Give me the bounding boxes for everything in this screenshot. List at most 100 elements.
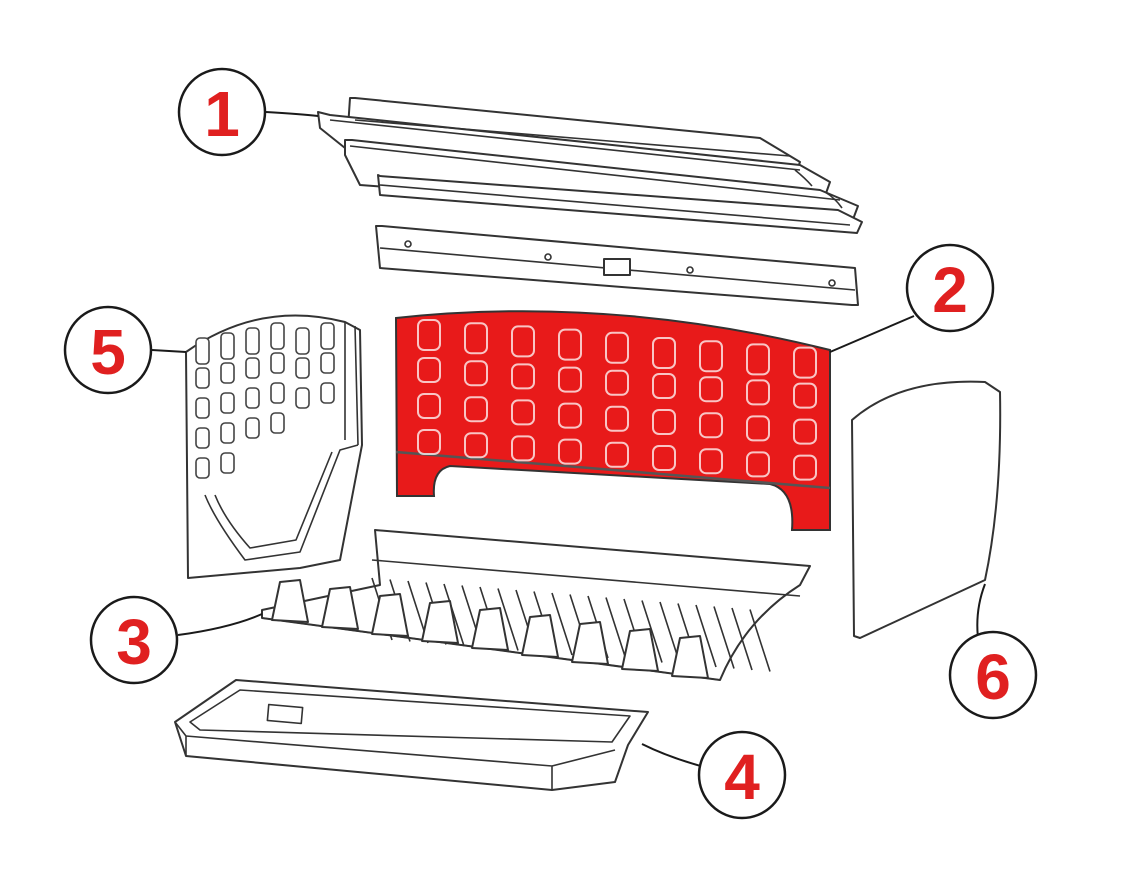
grate-tooth: [471, 607, 509, 651]
back-panel-hole: [746, 343, 770, 376]
back-panel-hole: [464, 360, 488, 387]
left-panel-hole: [220, 392, 235, 414]
bar-hole-4: [828, 279, 836, 287]
callout-3-label: 3: [116, 606, 152, 678]
part-6-right-side-panel: [851, 380, 1002, 639]
back-panel-hole: [464, 432, 488, 459]
callout-1-label: 1: [204, 78, 240, 150]
grate-bar: [731, 607, 753, 671]
grate-bar: [641, 600, 663, 663]
back-panel-hole: [699, 340, 723, 373]
back-panel-hole: [793, 346, 817, 379]
back-panel-hole: [746, 415, 770, 442]
part-3-fire-grate: [261, 529, 811, 681]
callout-4: 4: [697, 730, 787, 820]
back-panel-hole: [793, 418, 817, 445]
callout-2-label: 2: [932, 254, 968, 326]
back-panel-hole: [558, 328, 582, 361]
left-panel-hole: [320, 322, 335, 350]
callout-3: 3: [89, 595, 179, 685]
back-panel-hole: [511, 399, 535, 426]
grate-bar: [497, 588, 519, 651]
back-panel-hole: [652, 373, 676, 399]
part-5-left-side-panel: [185, 314, 363, 579]
back-panel-hole: [511, 435, 535, 462]
callout-2: 2: [905, 243, 995, 333]
grate-tooth: [521, 614, 559, 658]
bar-hole-1: [404, 240, 412, 248]
left-panel-hole: [320, 352, 335, 374]
left-panel-hole: [195, 457, 210, 479]
grate-front-teeth: [271, 579, 709, 679]
left-panel-grate-guard: [204, 444, 359, 561]
leader-6: [976, 583, 986, 639]
left-panel-hole: [270, 412, 285, 434]
left-panel-hole: [195, 397, 210, 419]
back-panel-hole: [652, 445, 676, 471]
left-panel-hole: [220, 362, 235, 384]
left-panel-hole: [220, 332, 235, 360]
left-panel-hole: [245, 357, 260, 379]
back-panel-hole: [605, 331, 629, 364]
left-panel-hole: [270, 382, 285, 404]
callout-6-label: 6: [975, 641, 1011, 713]
leader-4: [641, 743, 709, 769]
grate-tooth: [621, 628, 659, 672]
back-panel-hole: [793, 454, 817, 481]
grate-tooth: [271, 579, 309, 623]
part-4-ash-pan: [174, 679, 649, 791]
back-panel-hole: [511, 363, 535, 390]
left-panel-hole: [195, 367, 210, 389]
back-panel-hole: [699, 448, 723, 475]
left-panel-hole: [245, 327, 260, 355]
back-panel-hole: [746, 451, 770, 478]
grate-tooth: [371, 593, 409, 637]
back-panel-hole: [746, 379, 770, 406]
left-panel-hole: [195, 337, 210, 365]
part-2-back-panel: [394, 310, 831, 531]
back-panel-hole: [699, 412, 723, 439]
back-panel-hole: [699, 376, 723, 403]
bar-hole-3: [686, 266, 694, 274]
leader-2: [829, 315, 915, 353]
leader-5: [151, 349, 187, 353]
back-panel-hole: [558, 366, 582, 393]
left-panel-hole: [295, 327, 310, 355]
left-panel-hole: [220, 422, 235, 444]
callout-6: 6: [948, 630, 1038, 720]
bar-clip: [603, 258, 631, 276]
grate-bar: [551, 592, 573, 656]
grate-tooth: [321, 586, 359, 630]
grate-bar: [695, 604, 717, 668]
part-1-baffle-plates: [317, 97, 863, 234]
back-panel-hole: [793, 382, 817, 409]
callout-4-label: 4: [724, 741, 760, 813]
grate-bar: [443, 583, 465, 647]
back-panel-hole: [417, 393, 441, 419]
bar-hole-2: [544, 253, 552, 261]
back-panel-hole: [558, 402, 582, 429]
back-panel-hole: [605, 369, 629, 396]
left-panel-hole: [295, 357, 310, 379]
left-panel-hole: [270, 322, 285, 350]
ash-pan-outer: [174, 679, 649, 791]
callout-1: 1: [177, 67, 267, 157]
leader-1: [265, 111, 319, 117]
back-panel-hole: [417, 429, 441, 455]
callout-5: 5: [63, 305, 153, 395]
back-panel-holes: [417, 319, 817, 481]
left-panel-hole: [245, 417, 260, 439]
leader-3: [177, 613, 263, 636]
back-panel-hole: [558, 438, 582, 465]
left-panel-hole: [295, 387, 310, 409]
grate-bar: [605, 597, 627, 660]
retaining-bar: [375, 225, 859, 306]
back-panel-hole: [464, 322, 488, 355]
baffle-plate-bottom: [377, 174, 863, 234]
left-panel-hole: [320, 382, 335, 404]
left-panel-holes: [195, 322, 335, 479]
back-panel-hole: [511, 325, 535, 358]
back-panel-hole: [605, 405, 629, 432]
